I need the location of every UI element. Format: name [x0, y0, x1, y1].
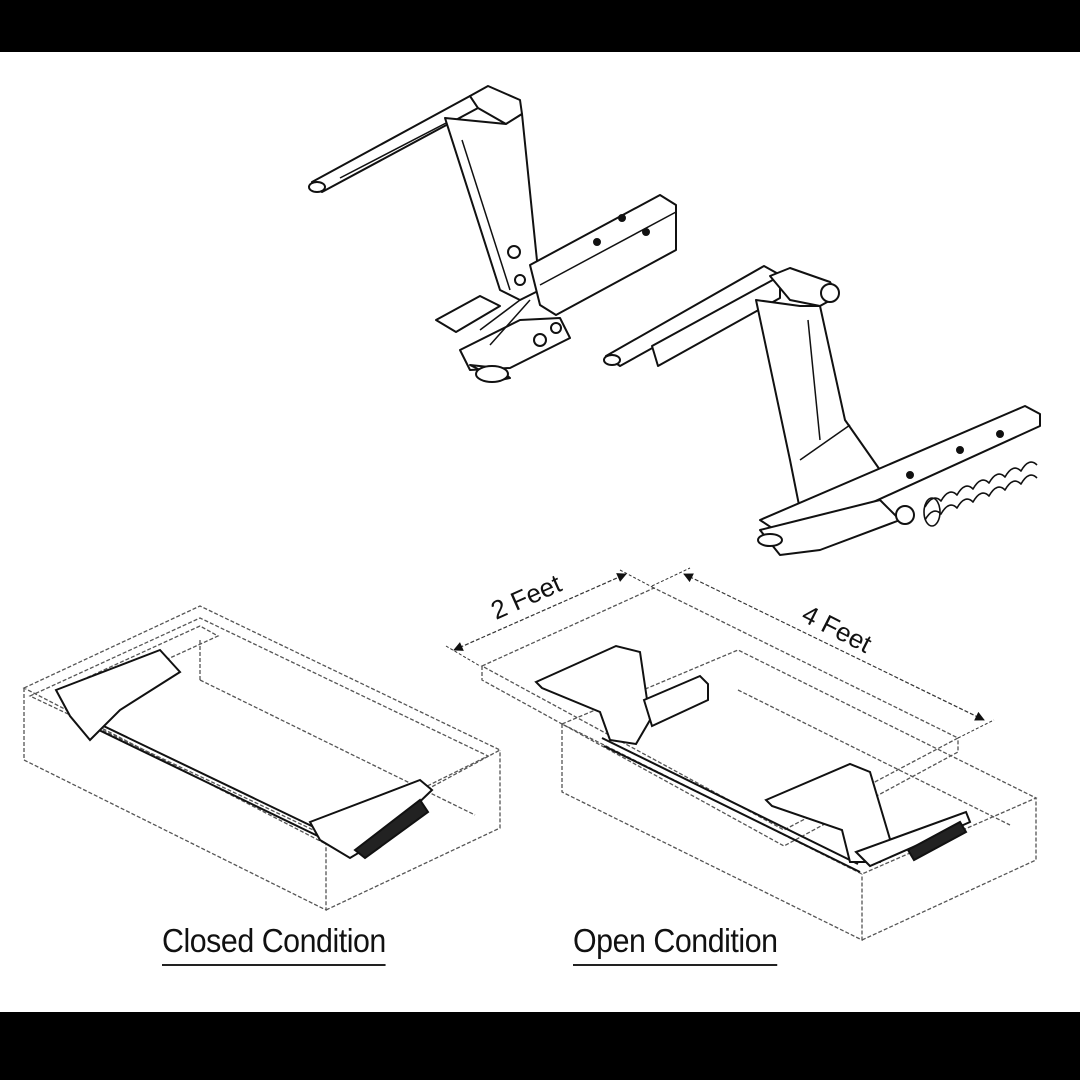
closed-condition-box: [22, 605, 502, 912]
closed-condition-underline: [162, 964, 386, 966]
hinge-mechanism-closed-icon: [308, 85, 677, 383]
open-condition-hardware: [534, 644, 972, 873]
closed-condition-caption-text: Closed Condition: [162, 922, 386, 959]
closed-condition-caption: Closed Condition: [162, 922, 386, 966]
dimension-4-feet: 4 Feet: [651, 567, 995, 739]
dimension-4-feet-label: 4 Feet: [797, 599, 877, 660]
open-condition-underline: [573, 964, 778, 966]
dimension-2-feet-label: 2 Feet: [486, 568, 566, 626]
open-condition-caption: Open Condition: [573, 922, 778, 966]
bottom-black-bar: [0, 1012, 1080, 1080]
hinge-mechanism-open-icon: [603, 265, 1041, 556]
top-black-bar: [0, 0, 1080, 52]
open-condition-lid: [480, 587, 960, 847]
spring-icon: [923, 461, 1038, 527]
open-condition-caption-text: Open Condition: [573, 922, 778, 959]
closed-condition-hardware: [54, 648, 434, 860]
